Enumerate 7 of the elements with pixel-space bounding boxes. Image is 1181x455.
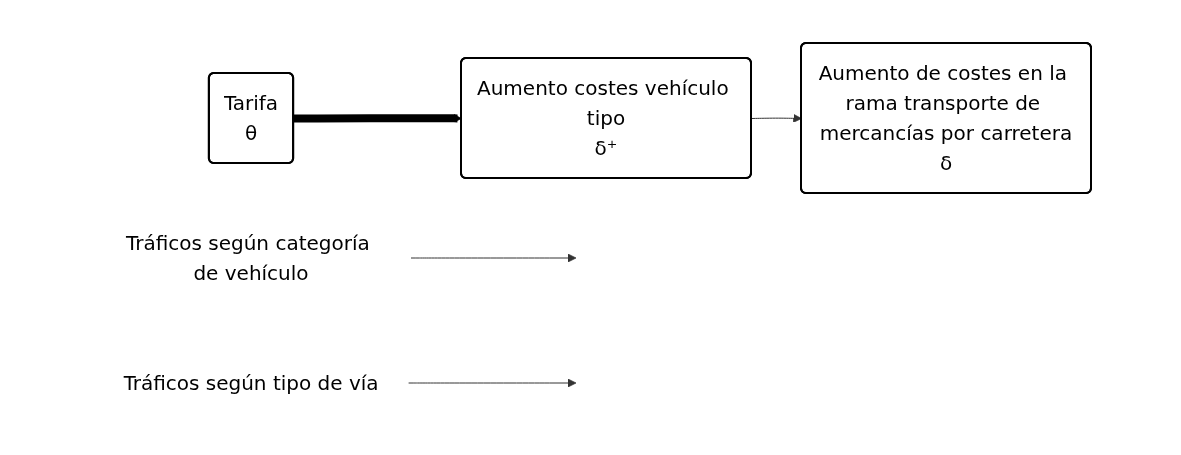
- arrow: [407, 378, 576, 387]
- process-box: Tarifa θ: [207, 71, 294, 164]
- note-text: Tráficos según tipo de vía: [122, 370, 379, 395]
- arrow: [410, 253, 576, 262]
- process-box: Aumento de costes en la rama transporte de mercancías por carretera δ: [799, 41, 1092, 194]
- process-box: Aumento costes vehículo tipo δ⁺: [459, 56, 752, 179]
- note-text: Tráficos según categoría de vehículo: [125, 230, 370, 285]
